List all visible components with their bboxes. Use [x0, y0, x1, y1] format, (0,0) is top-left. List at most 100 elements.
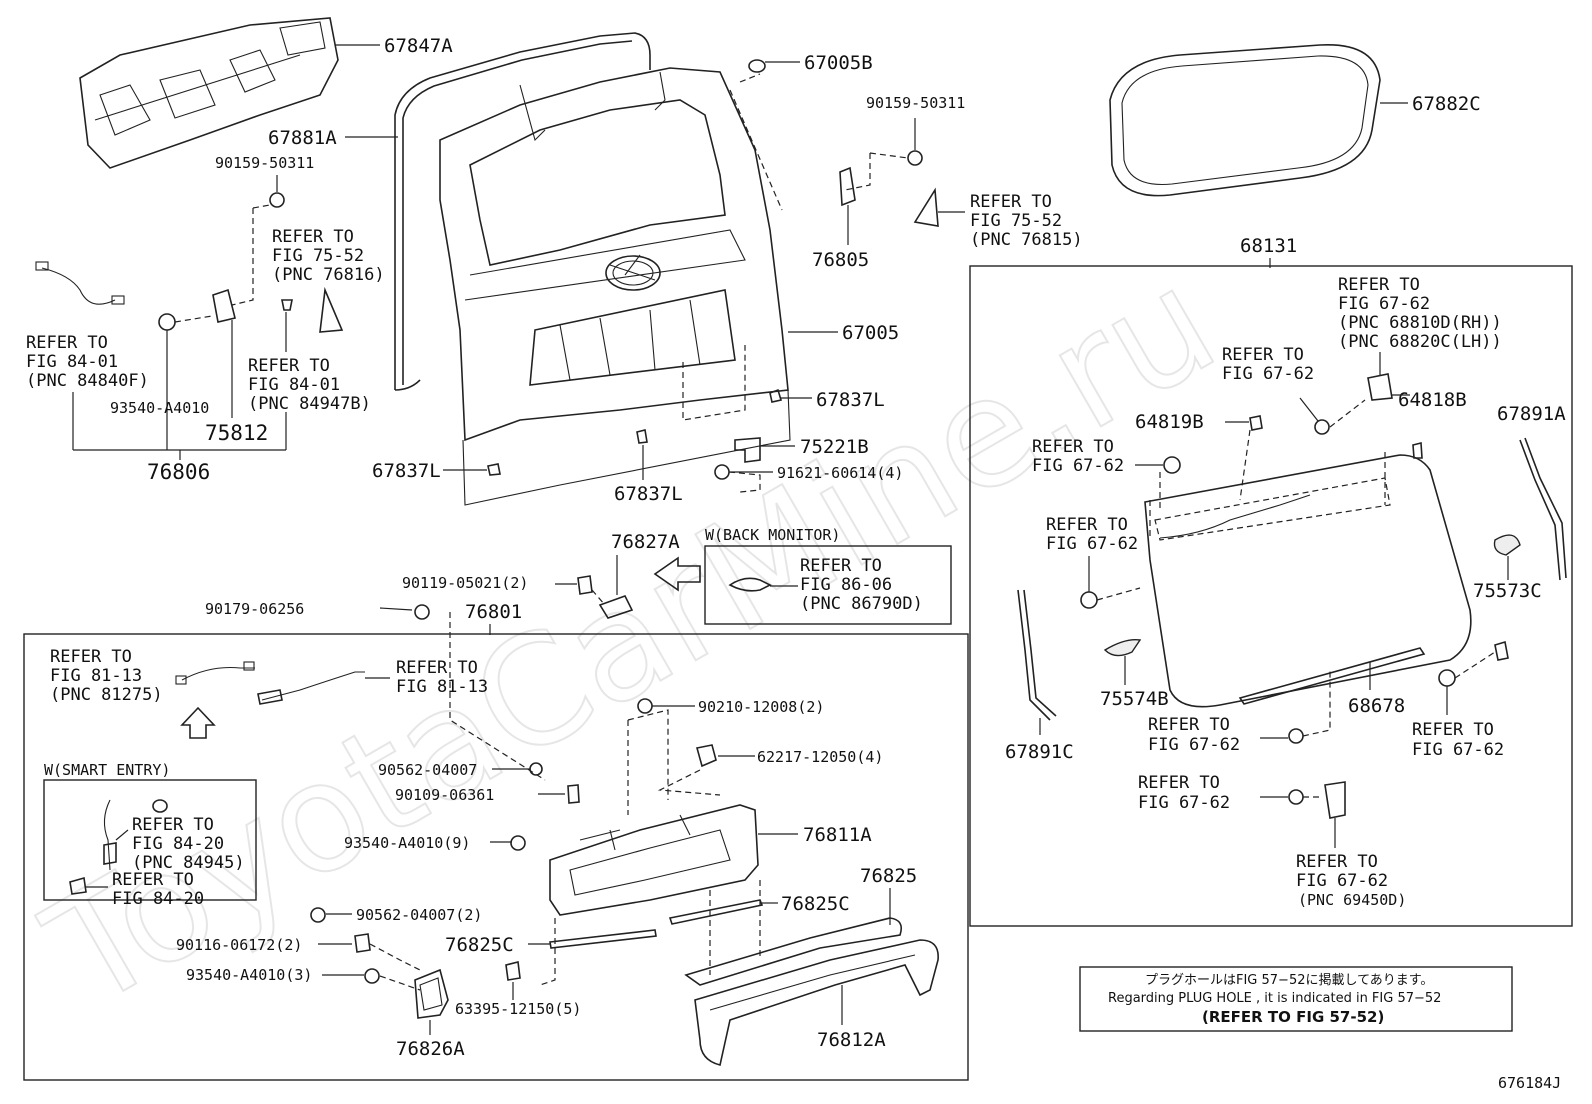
svg-text:FIG 75-52: FIG 75-52 [970, 211, 1062, 231]
label-67847A: 67847A [384, 35, 453, 57]
svg-text:(PNC 84947B): (PNC 84947B) [248, 394, 371, 414]
nut-refer-f-drawing [1288, 789, 1304, 805]
svg-text:REFER TO: REFER TO [970, 192, 1052, 212]
svg-text:FIG 67-62: FIG 67-62 [1412, 740, 1504, 760]
label-75221B: 75221B [800, 436, 869, 458]
label-68678: 68678 [1348, 695, 1405, 717]
label-76812A: 76812A [817, 1029, 886, 1051]
option-smart-entry: W(SMART ENTRY) [44, 761, 170, 779]
label-67837L-left: 67837L [372, 460, 441, 482]
svg-text:(PNC 81275): (PNC 81275) [50, 685, 163, 705]
label-63395-12150: 63395-12150(5) [455, 1000, 581, 1018]
back-glass-68131-drawing [1144, 452, 1472, 708]
label-90116-06172: 90116-06172(2) [176, 936, 302, 954]
label-93540-A4010-3: 93540-A4010(3) [186, 966, 312, 984]
clip-62217-drawing [695, 744, 717, 768]
svg-text:FIG 81-13: FIG 81-13 [396, 677, 488, 697]
label-90109-06361: 90109-06361 [395, 786, 494, 804]
label-67005B: 67005B [804, 52, 873, 74]
insulator-67847A-drawing [79, 17, 339, 169]
label-75574B: 75574B [1100, 688, 1169, 710]
smart-entry-box [43, 779, 257, 901]
svg-text:REFER TO: REFER TO [396, 658, 478, 678]
label-76825C-right: 76825C [781, 893, 850, 915]
label-90159-50311-left: 90159-50311 [215, 154, 314, 172]
refer-fig-86-06: REFER TO FIG 86-06 (PNC 86790D) [800, 556, 923, 614]
label-90119-05021: 90119-05021(2) [402, 574, 528, 592]
strip-76825C-left-drawing [549, 929, 657, 949]
bolt-91621-drawing [714, 464, 761, 493]
svg-text:REFER TO: REFER TO [50, 647, 132, 667]
label-67837L-right: 67837L [816, 389, 885, 411]
switch-81-13-drawing [261, 671, 365, 701]
bolt-90159-left-drawing [231, 175, 285, 306]
bracket-76806 [72, 392, 287, 460]
option-back-monitor: W(BACK MONITOR) [705, 526, 840, 544]
nut-refer-a-drawing [1314, 419, 1330, 435]
svg-text:FIG 67-62: FIG 67-62 [1338, 294, 1430, 314]
label-76827A: 76827A [611, 531, 680, 553]
refer-fig-67-62-d: REFER TO FIG 67-62 [1148, 715, 1240, 755]
svg-text:FIG 67-62: FIG 67-62 [1222, 364, 1314, 384]
label-91621-60614: 91621-60614(4) [777, 464, 903, 482]
label-90562-04007-a: 90562-04007 [378, 761, 477, 779]
note-english: Regarding PLUG HOLE , it is indicated in… [1108, 991, 1441, 1006]
glass-assembly-box-68131 [969, 265, 1573, 927]
svg-text:FIG 67-62: FIG 67-62 [1296, 871, 1388, 891]
camera-86790D-drawing [728, 577, 772, 592]
svg-text:FIG 86-06: FIG 86-06 [800, 575, 892, 595]
nut-refer-c-drawing [1080, 591, 1098, 609]
svg-text:FIG 84-01: FIG 84-01 [26, 352, 118, 372]
svg-text:REFER TO: REFER TO [1148, 715, 1230, 735]
label-67837L-mid: 67837L [614, 483, 683, 505]
svg-text:REFER TO: REFER TO [1032, 437, 1114, 457]
refer-fig-67-62-f: REFER TO FIG 67-62 [1138, 773, 1230, 813]
svg-text:FIG 84-01: FIG 84-01 [248, 375, 340, 395]
nut-refer-b-drawing [1163, 456, 1181, 474]
label-76811A: 76811A [803, 824, 872, 846]
refer-fig-84-01-84947B: REFER TO FIG 84-01 (PNC 84947B) [248, 356, 371, 414]
screw-90109-drawing [567, 784, 580, 804]
bolt-90159-right-drawing [844, 118, 923, 191]
refer-fig-67-62-c: REFER TO FIG 67-62 [1046, 515, 1138, 554]
svg-text:REFER TO: REFER TO [1222, 345, 1304, 365]
label-67891A: 67891A [1497, 403, 1566, 425]
garnish-76811A-drawing [549, 804, 759, 916]
label-67005: 67005 [842, 322, 899, 344]
cover-75573C-drawing [1493, 534, 1521, 556]
label-76806: 76806 [147, 460, 210, 484]
label-67882C: 67882C [1412, 93, 1481, 115]
clip-refer-e-drawing [1494, 640, 1509, 661]
plug-67005B-drawing [729, 59, 783, 211]
harness-84840F-drawing [35, 261, 125, 305]
svg-text:(PNC 84840F): (PNC 84840F) [26, 371, 149, 391]
svg-text:REFER TO: REFER TO [1338, 275, 1420, 295]
clip-67837L-right-drawing [769, 388, 783, 403]
label-64818B: 64818B [1398, 389, 1467, 411]
clip-64818B-drawing [1412, 441, 1423, 459]
svg-text:REFER TO: REFER TO [26, 333, 108, 353]
svg-text:FIG 84-20: FIG 84-20 [132, 834, 224, 854]
label-90179-06256: 90179-06256 [205, 600, 304, 618]
svg-text:FIG 75-52: FIG 75-52 [272, 246, 364, 266]
watermark: ToyotaCarMine.ru [20, 235, 1243, 1041]
svg-text:(PNC 69450D): (PNC 69450D) [1298, 891, 1406, 909]
harness-81275-drawing [181, 666, 255, 681]
arrow-up-icon [180, 706, 216, 739]
strip-68678-drawing [1238, 647, 1426, 705]
glass-seal-67882C-drawing [1109, 44, 1381, 197]
cover-76815-drawing [913, 187, 939, 227]
clip-93540-9-drawing [510, 835, 526, 851]
clip-93540-3-drawing [364, 968, 380, 984]
figure-id: 676184J [1498, 1074, 1561, 1092]
label-75812: 75812 [205, 421, 268, 445]
refer-fig-84-01-84840F: REFER TO FIG 84-01 (PNC 84840F) [26, 333, 149, 391]
svg-text:(PNC 84945): (PNC 84945) [132, 853, 245, 873]
svg-text:REFER TO: REFER TO [1138, 773, 1220, 793]
refer-fig-84-20: REFER TO FIG 84-20 [112, 870, 204, 909]
refer-fig-75-52-76816: REFER TO FIG 75-52 (PNC 76816) [272, 227, 385, 285]
clip-63395-drawing [505, 961, 521, 981]
spoiler-76825-drawing [684, 917, 903, 986]
